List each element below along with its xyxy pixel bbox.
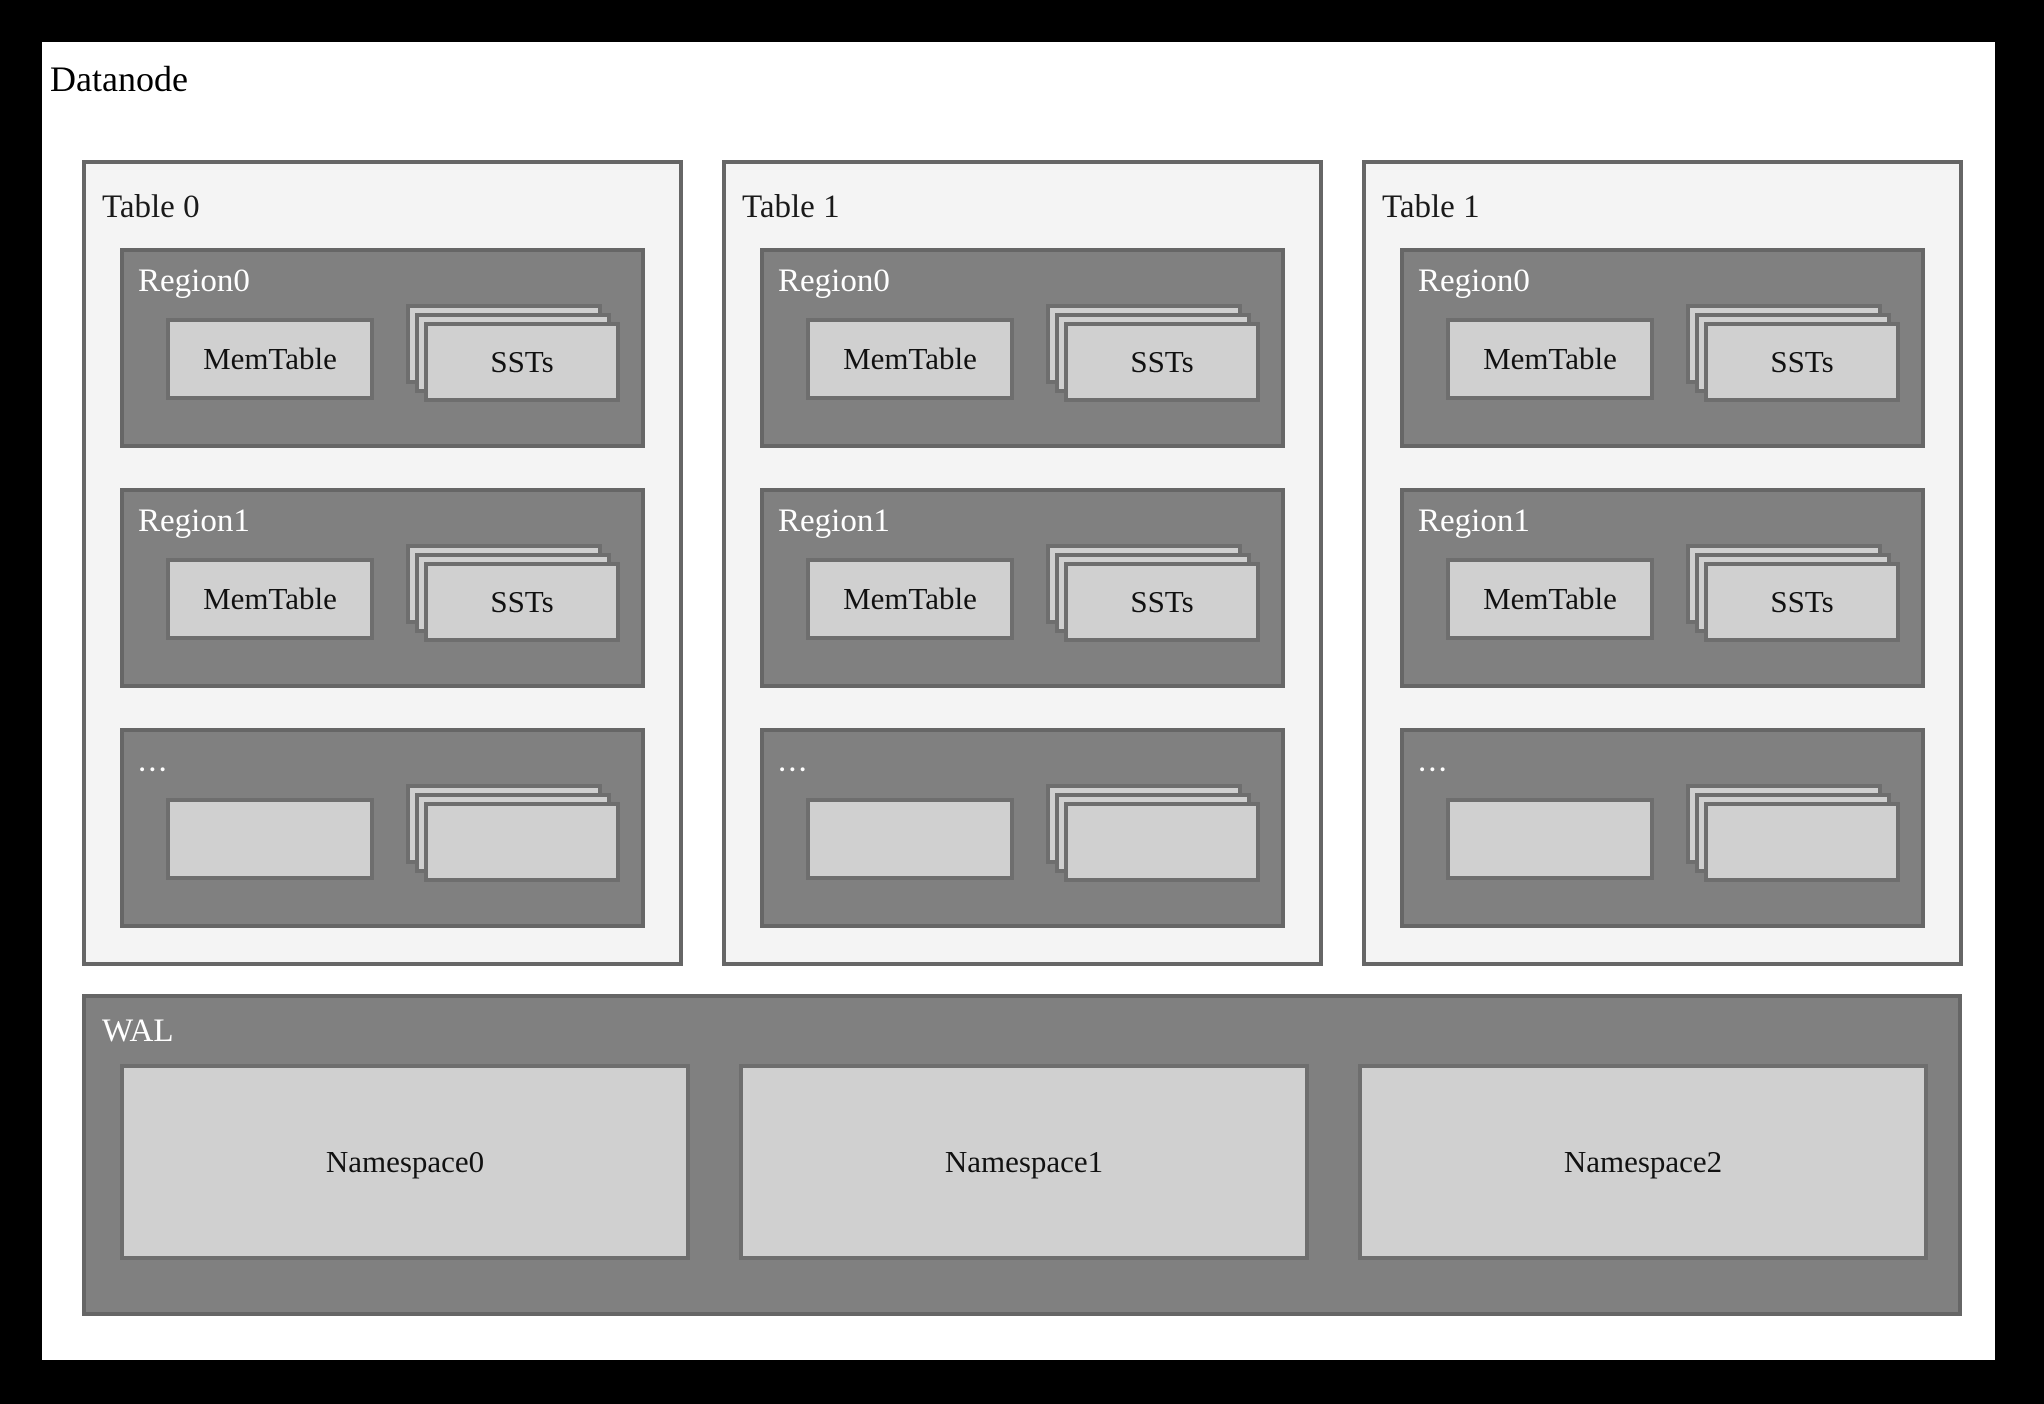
sst-stack[interactable]: SSTs — [1046, 304, 1266, 414]
region-box[interactable]: Region0 MemTable SSTs — [1400, 248, 1925, 448]
region-label: Region1 — [778, 503, 890, 539]
namespace-box-1[interactable]: Namespace1 — [739, 1064, 1309, 1260]
memtable-box[interactable] — [166, 798, 374, 880]
sst-stack[interactable] — [1046, 784, 1266, 894]
table-label: Table 0 — [102, 189, 200, 225]
region-box-ellipsis[interactable]: ... — [760, 728, 1285, 928]
region-box[interactable]: Region1 MemTable SSTs — [1400, 488, 1925, 688]
sst-layer-front[interactable]: SSTs — [424, 322, 620, 402]
sst-stack[interactable]: SSTs — [406, 544, 626, 654]
namespace-row: Namespace0 Namespace1 Namespace2 — [120, 1064, 1928, 1260]
sst-layer-front[interactable] — [424, 802, 620, 882]
memtable-box[interactable] — [806, 798, 1014, 880]
region-label: Region0 — [1418, 263, 1530, 299]
memtable-box[interactable]: MemTable — [1446, 318, 1654, 400]
region-label: Region1 — [1418, 503, 1530, 539]
sst-stack[interactable]: SSTs — [1046, 544, 1266, 654]
sst-stack[interactable]: SSTs — [406, 304, 626, 414]
memtable-box[interactable]: MemTable — [166, 558, 374, 640]
sst-layer-front[interactable]: SSTs — [1064, 322, 1260, 402]
memtable-box[interactable]: MemTable — [1446, 558, 1654, 640]
sst-layer-front[interactable]: SSTs — [1064, 562, 1260, 642]
sst-layer-front[interactable] — [1704, 802, 1900, 882]
table-panel-1[interactable]: Table 1 Region0 MemTable SSTs Region1 Me… — [722, 160, 1323, 966]
memtable-box[interactable] — [1446, 798, 1654, 880]
sst-layer-front[interactable]: SSTs — [1704, 322, 1900, 402]
memtable-box[interactable]: MemTable — [806, 318, 1014, 400]
region-box[interactable]: Region0 MemTable SSTs — [760, 248, 1285, 448]
region-box[interactable]: Region1 MemTable SSTs — [760, 488, 1285, 688]
namespace-box-2[interactable]: Namespace2 — [1358, 1064, 1928, 1260]
ellipsis-label: ... — [138, 743, 169, 779]
table-panel-0[interactable]: Table 0 Region0 MemTable SSTs Region1 Me… — [82, 160, 683, 966]
region-box-ellipsis[interactable]: ... — [120, 728, 645, 928]
ellipsis-label: ... — [778, 743, 809, 779]
ellipsis-label: ... — [1418, 743, 1449, 779]
page-title: Datanode — [50, 59, 188, 99]
memtable-box[interactable]: MemTable — [806, 558, 1014, 640]
table-panel-2[interactable]: Table 1 Region0 MemTable SSTs Region1 Me… — [1362, 160, 1963, 966]
sst-stack[interactable]: SSTs — [1686, 544, 1906, 654]
wal-label: WAL — [102, 1013, 174, 1049]
sst-stack[interactable] — [1686, 784, 1906, 894]
wal-panel[interactable]: WAL Namespace0 Namespace1 Namespace2 — [82, 994, 1962, 1316]
sst-stack[interactable]: SSTs — [1686, 304, 1906, 414]
table-label: Table 1 — [1382, 189, 1480, 225]
region-box[interactable]: Region0 MemTable SSTs — [120, 248, 645, 448]
region-label: Region1 — [138, 503, 250, 539]
sst-layer-front[interactable] — [1064, 802, 1260, 882]
diagram-canvas: Datanode Table 0 Region0 MemTable SSTs R… — [42, 42, 1995, 1360]
sst-stack[interactable] — [406, 784, 626, 894]
tables-row: Table 0 Region0 MemTable SSTs Region1 Me… — [82, 160, 1963, 970]
table-label: Table 1 — [742, 189, 840, 225]
sst-layer-front[interactable]: SSTs — [424, 562, 620, 642]
region-label: Region0 — [778, 263, 890, 299]
sst-layer-front[interactable]: SSTs — [1704, 562, 1900, 642]
region-box[interactable]: Region1 MemTable SSTs — [120, 488, 645, 688]
region-box-ellipsis[interactable]: ... — [1400, 728, 1925, 928]
region-label: Region0 — [138, 263, 250, 299]
namespace-box-0[interactable]: Namespace0 — [120, 1064, 690, 1260]
memtable-box[interactable]: MemTable — [166, 318, 374, 400]
